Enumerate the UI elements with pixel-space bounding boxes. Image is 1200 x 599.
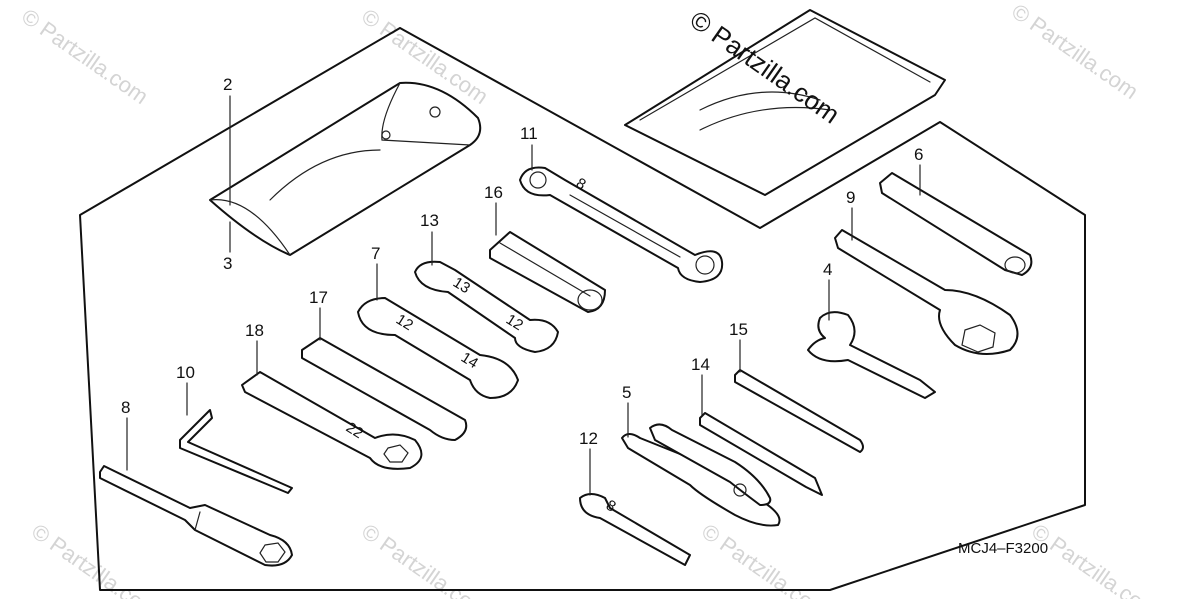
- hex-key-illustration: [179, 409, 293, 494]
- callout-2: 2: [223, 75, 232, 94]
- box-wrench-illustration: 22: [241, 371, 423, 470]
- wrench-size-stamp: 22: [343, 419, 366, 442]
- box-spanner-illustration: [834, 229, 1019, 355]
- hex-socket-illustration: [489, 231, 606, 313]
- callout-5: 5: [622, 383, 631, 402]
- watermark-text: © Partzilla.com: [1007, 0, 1143, 104]
- ring-spanner-illustration: 8: [519, 166, 724, 283]
- tool-bag-illustration: [209, 81, 482, 256]
- callout-labels: 2 3 11 16 13 7 17 18 10 8 6 9 4 15 14 5 …: [121, 75, 923, 448]
- open-spanner-13-illustration: 13 12: [414, 260, 559, 353]
- callout-12: 12: [579, 429, 598, 448]
- extension-bar-illustration: [879, 172, 1033, 276]
- callout-9: 9: [846, 188, 855, 207]
- watermark-text: © Partzilla.com: [17, 4, 153, 110]
- kit-boundary-outline: [79, 27, 1086, 591]
- callout-16: 16: [484, 183, 503, 202]
- open-spanner-7-illustration: 12 14: [357, 297, 519, 399]
- callout-13: 13: [420, 211, 439, 230]
- diagram-code: MCJ4–F3200: [958, 540, 1048, 557]
- open-spanner-12-illustration: 8: [579, 493, 691, 566]
- watermark-text: © Partzilla.com: [27, 519, 163, 599]
- callout-11: 11: [520, 124, 538, 143]
- callout-14: 14: [691, 355, 710, 374]
- flat-handle-illustration: [301, 337, 468, 441]
- screwdriver-15-illustration: [734, 369, 864, 453]
- callout-6: 6: [914, 145, 923, 164]
- callout-7: 7: [371, 244, 380, 263]
- watermark-text: © Partzilla.com: [1027, 519, 1163, 599]
- spanner-size-stamp: 12: [393, 311, 416, 334]
- spanner-size-stamp: 14: [458, 349, 481, 372]
- callout-17: 17: [309, 288, 328, 307]
- callout-18: 18: [245, 321, 264, 340]
- spanner-size-stamp: 12: [503, 311, 526, 334]
- callout-4: 4: [823, 260, 832, 279]
- spanner-size-stamp: 13: [450, 274, 473, 297]
- watermark-text: © Partzilla.com: [357, 519, 493, 599]
- callout-8: 8: [121, 398, 130, 417]
- callout-3: 3: [223, 254, 232, 273]
- leader-lines: [126, 95, 921, 496]
- callout-10: 10: [176, 363, 195, 382]
- pin-spanner-illustration: [807, 311, 936, 399]
- spark-plug-socket-illustration: [99, 465, 293, 567]
- screwdriver-14-illustration: [699, 412, 823, 496]
- callout-15: 15: [729, 320, 748, 339]
- watermark-text: © Partzilla.com: [697, 519, 833, 599]
- spanner-size-stamp: 8: [573, 175, 589, 194]
- pliers-illustration: [621, 423, 781, 527]
- pouch-illustration: [624, 9, 946, 196]
